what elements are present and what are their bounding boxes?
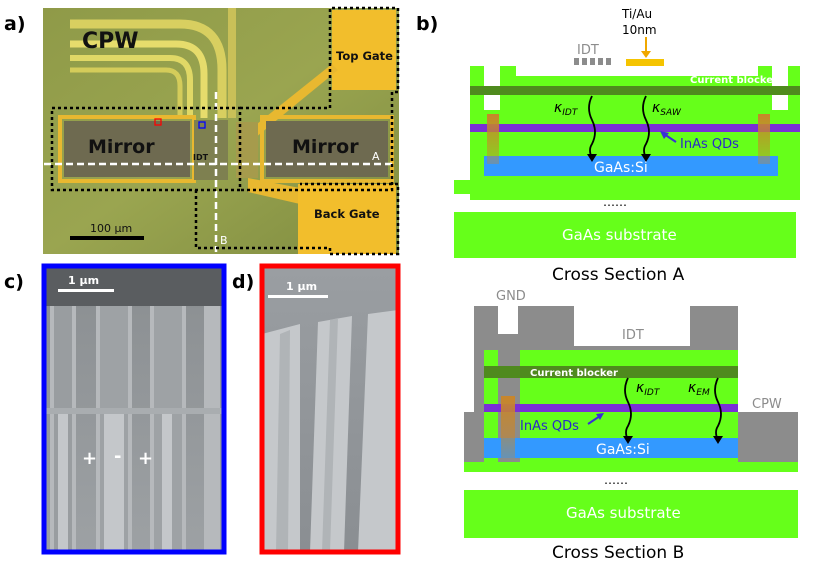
xsb-current-blocker <box>484 366 738 378</box>
panel-a: a) CPW Top Gate Back Gate Mirror Mirror … <box>4 6 400 256</box>
xsa-surface-teeth <box>526 66 750 76</box>
xsa-doped-label: GaAs:Si <box>594 160 648 176</box>
xsb-cpw-label: CPW <box>752 397 782 412</box>
xsa-qd-label: InAs QDs <box>680 137 739 152</box>
sem-c-electrodes <box>44 306 224 552</box>
xsb-contact <box>501 396 515 458</box>
xsa-idt-electrodes <box>574 58 611 65</box>
xsb-idt-label: IDT <box>622 328 644 343</box>
xsb-substrate-label: GaAs substrate <box>566 504 681 522</box>
top-gate-pad <box>332 10 396 90</box>
panel-a-letter: a) <box>4 13 26 35</box>
sem-c-frame <box>41 263 227 555</box>
xsa-qd-pointer-head <box>660 131 669 139</box>
xsb-kappa-idt-arrowhead <box>623 436 633 444</box>
xsa-contact-right <box>758 114 770 164</box>
cpw-lines <box>70 8 236 118</box>
panel-b-letter: b) <box>416 13 438 35</box>
panel-d-letter: d) <box>232 271 254 293</box>
xsa-contact-left <box>487 114 499 164</box>
xsb-qd-pointer-head <box>596 413 604 420</box>
scale-bar-label: 100 μm <box>90 222 132 235</box>
sem-d-scale-label: 1 μm <box>286 280 317 293</box>
xsa-substrate <box>454 212 796 258</box>
xsa-qd-layer <box>470 124 800 132</box>
sem-d-stripes <box>262 310 398 552</box>
xsb-kappa-em-label: κEM <box>688 380 710 398</box>
zoom-marker-red <box>154 118 162 126</box>
xsb-gnd-label: GND <box>496 289 526 304</box>
xsa-kappa-saw-arrowhead <box>641 154 651 162</box>
sem-c-scale-label: 1 μm <box>68 274 99 287</box>
xsb-doped-label: GaAs:Si <box>596 442 650 458</box>
xsa-metal-label-2: 10nm <box>622 23 657 37</box>
cut-b-label: B <box>220 234 228 247</box>
xsb-kappa-idt-arrow <box>624 377 632 441</box>
back-gate-pad <box>298 184 396 254</box>
cross-section-a: Ti/Au 10nm IDT Current <box>454 7 800 285</box>
xsb-cpw-metal <box>738 412 798 462</box>
sem-c-polarity-1: + <box>82 448 97 469</box>
xsa-substrate-label: GaAs substrate <box>562 226 677 244</box>
sem-c-scale-bar <box>58 289 114 292</box>
xsb-qd-label: InAs QDs <box>520 419 579 434</box>
xsa-kappa-saw-arrow <box>642 95 650 159</box>
xsa-doped-layer <box>484 156 778 176</box>
xsa-kappa-saw-label: κSAW <box>652 100 682 118</box>
xsa-kappa-idt-arrowhead <box>587 154 597 162</box>
back-gate-label: Back Gate <box>314 207 380 221</box>
xsb-substrate <box>464 490 798 538</box>
idt-finger-block <box>236 122 258 178</box>
idt-label: IDT <box>193 153 209 162</box>
mirror-right-label: Mirror <box>292 136 359 158</box>
top-gate-label: Top Gate <box>336 49 393 63</box>
xsb-qd-layer <box>484 404 738 412</box>
mirror-left <box>64 121 190 177</box>
xsb-dots: …… <box>604 473 628 487</box>
idt-region <box>194 120 228 180</box>
xsb-caption: Cross Section B <box>552 543 684 563</box>
xsa-caption: Cross Section A <box>552 265 685 285</box>
sem-d-frame <box>259 263 401 555</box>
xsb-current-blocker-label: Current blocker <box>530 368 618 379</box>
xsb-base-layer <box>464 462 798 472</box>
xsa-dots: …… <box>603 195 627 209</box>
xsb-cpw-left-metal <box>464 412 484 462</box>
mirror-left-label: Mirror <box>88 136 155 158</box>
xsb-kappa-idt-label: κIDT <box>636 380 661 398</box>
xsa-metal-arrowhead <box>641 51 651 58</box>
panel-c: c) + - + 1 μm <box>4 263 227 555</box>
xsa-kappa-idt-arrow <box>588 95 596 159</box>
sem-c-polarity-2: - <box>114 446 121 467</box>
sem-d-scale-bar <box>268 295 328 298</box>
xsa-kappa-idt-label: κIDT <box>554 100 579 118</box>
xsb-kappa-em-arrow <box>714 377 722 441</box>
scale-bar <box>70 236 144 240</box>
panel-b: b) Ti/Au 10nm IDT <box>416 7 800 563</box>
mirror-right <box>266 121 388 177</box>
xsa-base-layer <box>454 180 794 194</box>
panel-c-letter: c) <box>4 271 24 293</box>
xsb-doped-layer <box>484 438 738 458</box>
dotted-outlines <box>50 6 400 256</box>
cross-section-b: GND IDT CPW Current blocker GaAs:Si κIDT… <box>464 289 798 563</box>
sem-c-polarity-3: + <box>138 448 153 469</box>
xsa-current-blocker <box>470 86 800 95</box>
xsa-metal-label-1: Ti/Au <box>621 7 652 21</box>
xsa-idt-label: IDT <box>577 43 599 58</box>
xsb-qd-pointer <box>587 415 601 425</box>
panel-d: d) 1 μm <box>232 263 401 555</box>
cpw-label: CPW <box>82 29 139 54</box>
xsa-current-blocker-label: Current blocker <box>690 75 778 86</box>
xsb-kappa-em-arrowhead <box>713 436 723 444</box>
zoom-marker-blue <box>198 121 206 129</box>
xsa-top-metal <box>626 59 664 66</box>
cut-a-label: A <box>372 150 380 163</box>
sem-c-top-dark <box>44 266 224 306</box>
